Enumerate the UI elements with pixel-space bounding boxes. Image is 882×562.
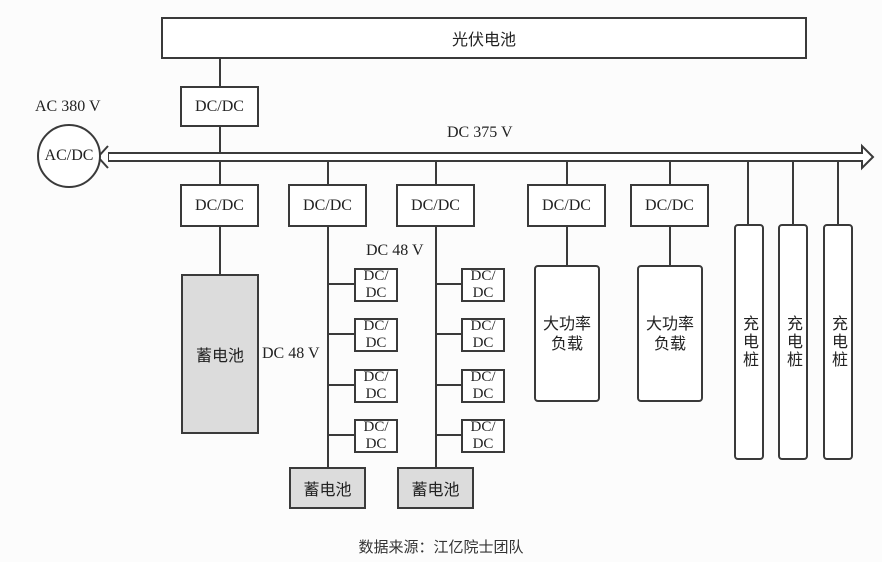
ac-dc-converter: AC/DC (37, 124, 101, 188)
sub-dcdc-converter: DC/DC (461, 369, 505, 403)
pv-battery-box: 光伏电池 (161, 17, 807, 59)
sub-dcdc-converter: DC/DC (461, 268, 505, 302)
storage-battery-main: 蓄电池 (181, 274, 259, 434)
sub-dcdc-converter: DC/DC (461, 419, 505, 453)
branch-dcdc-converter: DC/DC (288, 184, 367, 227)
sub-bus-label-1: DC 48 V (262, 345, 320, 362)
branch-dcdc-converter: DC/DC (180, 184, 259, 227)
ac-voltage-label: AC 380 V (35, 98, 101, 115)
charging-pile: 充电桩 (823, 224, 853, 460)
charging-pile: 充电桩 (778, 224, 808, 460)
sub-dcdc-converter: DC/DC (354, 268, 398, 302)
branch-dcdc-converter: DC/DC (396, 184, 475, 227)
branch-dcdc-converter: DC/DC (630, 184, 709, 227)
sub-bus-label-2: DC 48 V (366, 242, 424, 259)
source-caption: 数据来源：江亿院士团队 (358, 538, 524, 556)
storage-battery-sub-2: 蓄电池 (397, 467, 474, 509)
charging-pile: 充电桩 (734, 224, 764, 460)
storage-battery-sub-1: 蓄电池 (289, 467, 366, 509)
dc-bus-label: DC 375 V (447, 124, 513, 141)
sub-dcdc-converter: DC/DC (461, 318, 505, 352)
pv-label: 光伏电池 (451, 30, 516, 49)
pv-dcdc-converter: DC/DC (180, 86, 259, 127)
sub-dcdc-converter: DC/DC (354, 318, 398, 352)
high-power-load: 大功率 负载 (637, 265, 703, 402)
sub-dcdc-converter: DC/DC (354, 419, 398, 453)
branch-dcdc-converter: DC/DC (527, 184, 606, 227)
sub-dcdc-converter: DC/DC (354, 369, 398, 403)
dc-bus-arrow (107, 143, 875, 171)
high-power-load: 大功率 负载 (534, 265, 600, 402)
